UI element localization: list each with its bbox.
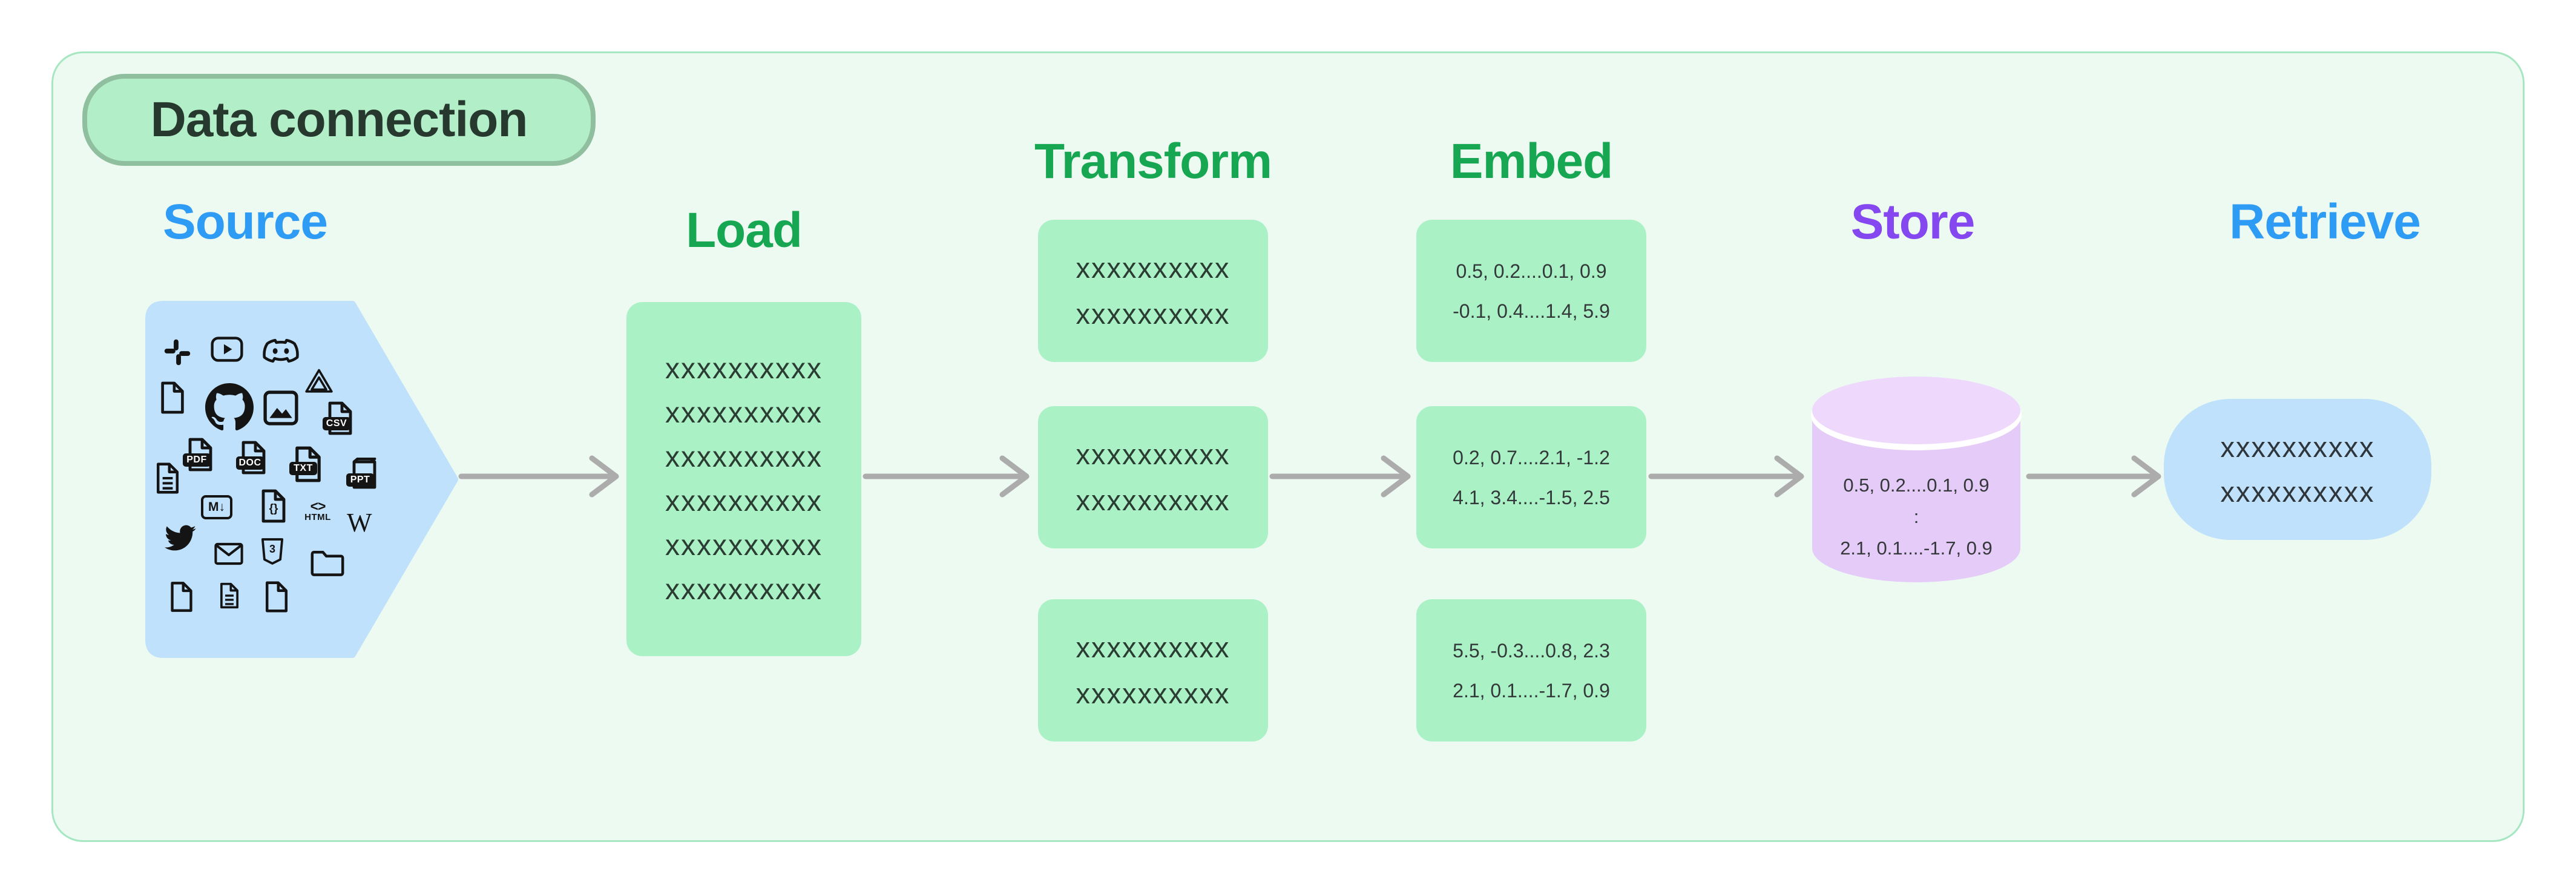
css3-icon: 3 — [261, 538, 284, 565]
youtube-icon — [211, 337, 243, 362]
text-line: 0.5, 0.2....0.1, 0.9 — [1456, 260, 1607, 282]
text-line: xxxxxxxxxx — [665, 441, 823, 473]
image-icon — [263, 390, 298, 426]
text-line: : — [1913, 506, 1919, 527]
google-drive-icon — [304, 368, 334, 395]
slack-icon — [164, 339, 191, 366]
pdf-file-icon: PDF — [183, 438, 215, 475]
file-icon — [264, 581, 289, 613]
pdf-label: PDF — [183, 453, 211, 467]
load-box: xxxxxxxxxx xxxxxxxxxx xxxxxxxxxx xxxxxxxxxx… — [626, 302, 861, 656]
text-line: xxxxxxxxxx — [1076, 484, 1230, 516]
text-line: xxxxxxxxxx — [665, 352, 823, 385]
file-text-icon — [155, 462, 180, 494]
transform-box-1: xxxxxxxxxx xxxxxxxxxx — [1038, 220, 1268, 362]
page-title: Data connection — [150, 92, 528, 147]
text-line: 2.1, 0.1....-1.7, 0.9 — [1840, 538, 1993, 559]
source-heading: Source — [163, 194, 328, 249]
github-icon — [205, 383, 254, 432]
file-icon — [169, 581, 194, 613]
discord-icon — [263, 335, 299, 366]
text-line: -0.1, 0.4....1.4, 5.9 — [1453, 300, 1610, 322]
title-pill: Data connection — [82, 74, 596, 166]
ppt-file-icon: PPT — [346, 458, 380, 495]
text-line: xxxxxxxxxx — [2220, 430, 2375, 463]
folder-icon — [310, 549, 344, 577]
html-icon: <> HTML — [304, 498, 331, 523]
text-line: xxxxxxxxxx — [665, 529, 823, 562]
text-line: xxxxxxxxxx — [665, 485, 823, 518]
markdown-icon: M↓ — [201, 495, 232, 519]
file-text-icon — [219, 582, 240, 610]
twitter-icon — [163, 525, 197, 554]
text-line: xxxxxxxxxx — [1076, 631, 1230, 663]
transform-heading: Transform — [1034, 134, 1272, 189]
csv-file-icon: CSV — [323, 401, 355, 439]
email-icon — [214, 542, 243, 565]
doc-file-icon: DOC — [236, 441, 268, 478]
text-line: xxxxxxxxxx — [1076, 297, 1230, 330]
database-cylinder — [1810, 375, 2023, 586]
text-line: xxxxxxxxxx — [2220, 475, 2375, 508]
transform-box-3: xxxxxxxxxx xxxxxxxxxx — [1038, 599, 1268, 741]
text-line: 0.5, 0.2....0.1, 0.9 — [1843, 475, 1990, 496]
retrieve-box: xxxxxxxxxx xxxxxxxxxx — [2164, 399, 2431, 540]
text-line: xxxxxxxxxx — [665, 396, 823, 429]
txt-file-icon: TXT — [289, 446, 324, 485]
text-line: 4.1, 3.4....-1.5, 2.5 — [1453, 486, 1610, 508]
css3-label: 3 — [269, 543, 275, 555]
store-values: 0.5, 0.2....0.1, 0.9: 2.1, 0.1....-1.7, 0… — [1810, 470, 2023, 564]
embed-heading: Embed — [1450, 134, 1613, 189]
text-line: xxxxxxxxxx — [1076, 438, 1230, 470]
file-icon — [159, 381, 186, 414]
text-line: 0.2, 0.7....2.1, -1.2 — [1453, 446, 1610, 469]
source-shape: CSV PDF DOC TXT — [145, 301, 458, 658]
text-line: 5.5, -0.3....0.8, 2.3 — [1453, 639, 1610, 662]
text-line: xxxxxxxxxx — [1076, 677, 1230, 709]
transform-box-2: xxxxxxxxxx xxxxxxxxxx — [1038, 406, 1268, 548]
embed-box-2: 0.2, 0.7....2.1, -1.2 4.1, 3.4....-1.5, 2… — [1416, 406, 1646, 548]
retrieve-heading: Retrieve — [2229, 194, 2421, 249]
store-heading: Store — [1850, 194, 1976, 249]
text-line: 2.1, 0.1....-1.7, 0.9 — [1453, 679, 1610, 702]
database-cylinder-shape — [1811, 376, 2022, 582]
text-line: xxxxxxxxxx — [1076, 251, 1230, 284]
text-line: xxxxxxxxxx — [665, 573, 823, 606]
txt-label: TXT — [289, 462, 317, 475]
ppt-label: PPT — [346, 473, 374, 487]
embed-box-3: 5.5, -0.3....0.8, 2.3 2.1, 0.1....-1.7, 0… — [1416, 599, 1646, 741]
load-heading: Load — [686, 203, 803, 258]
wikipedia-icon: W — [347, 508, 372, 538]
csv-label: CSV — [323, 417, 350, 430]
json-file-icon: {} — [260, 489, 287, 523]
embed-box-1: 0.5, 0.2....0.1, 0.9 -0.1, 0.4....1.4, 5.… — [1416, 220, 1646, 362]
diagram-panel — [51, 51, 2525, 842]
doc-label: DOC — [236, 456, 264, 470]
json-braces-label: {} — [269, 502, 278, 515]
